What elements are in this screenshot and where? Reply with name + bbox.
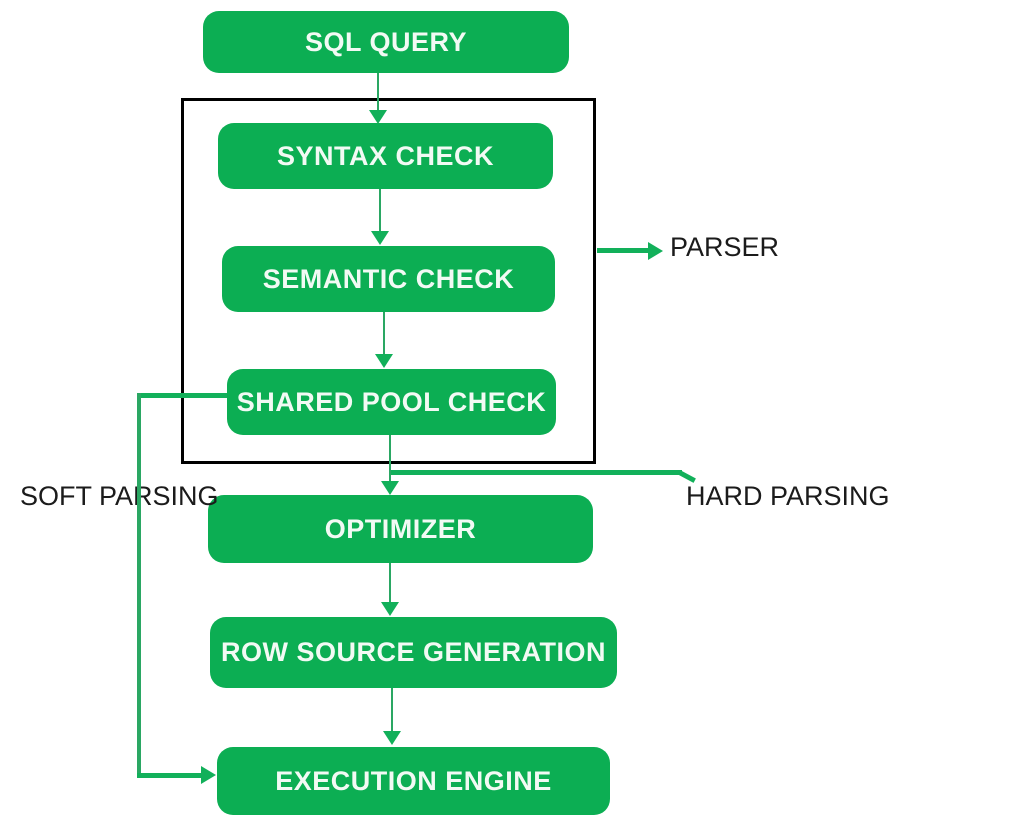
edge-syntax-semantic-arrowhead-icon bbox=[371, 231, 389, 245]
soft-parsing-line-bottom bbox=[137, 773, 201, 778]
soft-parsing-label: SOFT PARSING bbox=[20, 481, 219, 511]
edge-rowsource-execution-line bbox=[391, 688, 393, 732]
edge-semantic-sharedpool-line bbox=[383, 312, 385, 354]
soft-parsing-line-vertical bbox=[137, 393, 141, 778]
node-optimizer: OPTIMIZER bbox=[208, 495, 593, 563]
node-syntax-check: SYNTAX CHECK bbox=[218, 123, 553, 189]
hard-parsing-label: HARD PARSING bbox=[686, 481, 890, 511]
parser-callout-line bbox=[597, 248, 649, 253]
node-sql-query: SQL QUERY bbox=[203, 11, 569, 73]
node-row-source-generation: ROW SOURCE GENERATION bbox=[210, 617, 617, 688]
soft-parsing-line-top bbox=[137, 393, 227, 398]
edge-sqlquery-syntax-line bbox=[377, 73, 379, 115]
node-execution-engine: EXECUTION ENGINE bbox=[217, 747, 610, 815]
edge-syntax-semantic-line bbox=[379, 189, 381, 231]
parser-group-outline bbox=[181, 98, 596, 464]
edge-sharedpool-optimizer-arrowhead-icon bbox=[381, 481, 399, 495]
node-shared-pool-check: SHARED POOL CHECK bbox=[227, 369, 556, 435]
edge-sqlquery-syntax-arrowhead-icon bbox=[369, 110, 387, 124]
edge-semantic-sharedpool-arrowhead-icon bbox=[375, 354, 393, 368]
hard-parsing-line bbox=[391, 470, 682, 475]
node-semantic-check: SEMANTIC CHECK bbox=[222, 246, 555, 312]
edge-sharedpool-optimizer-line bbox=[389, 435, 391, 481]
soft-parsing-arrowhead-icon bbox=[201, 766, 216, 784]
edge-optimizer-rowsource-arrowhead-icon bbox=[381, 602, 399, 616]
parser-callout-arrowhead-icon bbox=[648, 242, 663, 260]
edge-optimizer-rowsource-line bbox=[389, 563, 391, 603]
edge-rowsource-execution-arrowhead-icon bbox=[383, 731, 401, 745]
parser-label: PARSER bbox=[670, 232, 780, 262]
